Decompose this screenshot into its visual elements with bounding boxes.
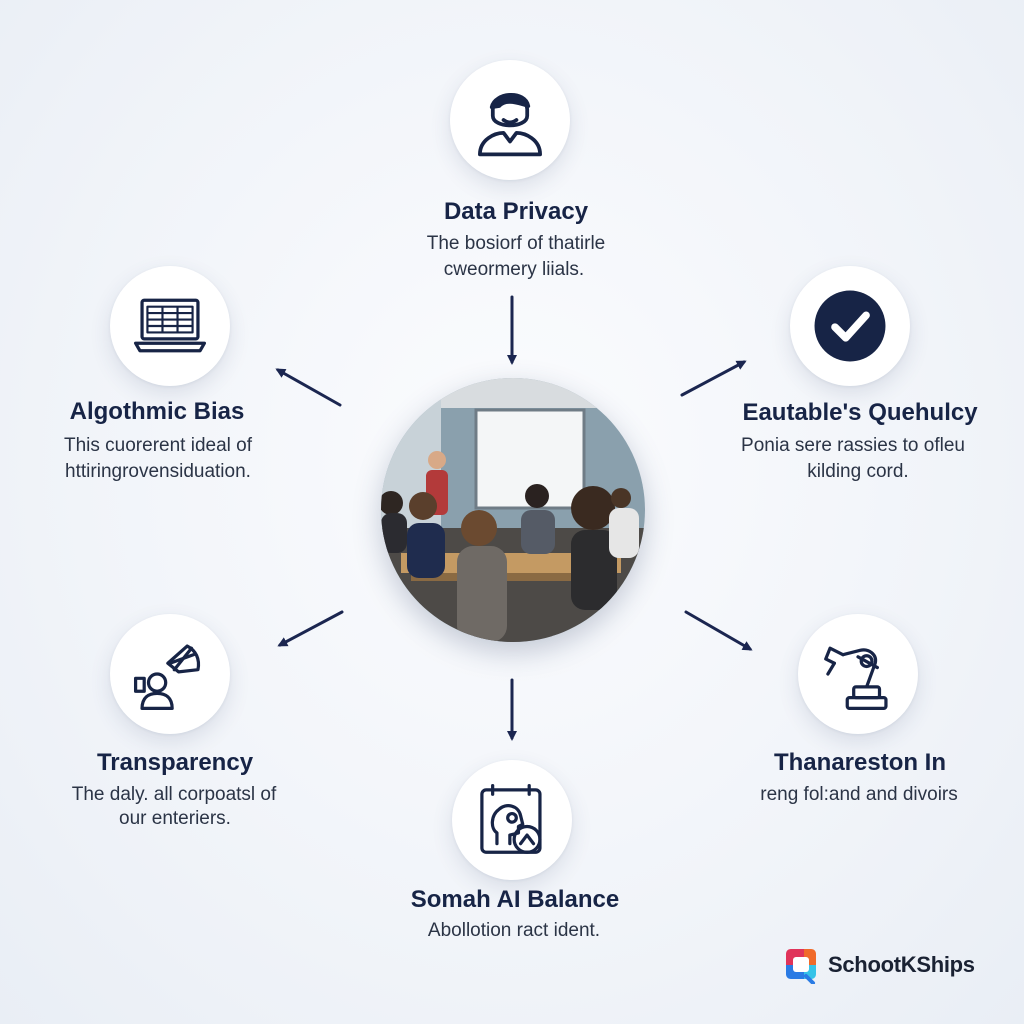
brand-name: SchootKShips — [828, 952, 975, 977]
human-ai-balance-icon-circle — [452, 760, 572, 880]
checkmark-icon — [814, 290, 886, 362]
arrow-to-transparency — [277, 610, 344, 647]
transparency-desc-line2: our enteriers. — [119, 808, 231, 829]
teacher-icon — [133, 644, 201, 711]
robot-arm-icon — [824, 646, 888, 711]
data-privacy-desc-line1: The bosiorf of thatirle — [426, 233, 606, 254]
classroom-photo — [381, 378, 645, 642]
arrow-to-algorithmic-bias — [275, 368, 342, 407]
equitable-quality-desc-line1: Ponia sere rassies to ofleu — [741, 435, 965, 456]
equitable-quality-icon-circle — [790, 266, 910, 386]
brand: SchootKShips — [782, 946, 975, 984]
person-icon — [478, 92, 542, 157]
transformation-desc-line1: reng fol:and and divoirs — [760, 784, 958, 805]
transparency-title: Transparency — [96, 749, 254, 776]
algorithmic-bias-desc-line2: httiringrovensiduation. — [65, 461, 251, 482]
arrow-to-equitable-quality — [680, 360, 747, 397]
center-classroom-photo — [381, 378, 645, 642]
arrow-to-transformation — [684, 610, 753, 651]
algorithmic-bias-icon-circle — [110, 266, 230, 386]
human-ai-balance-desc-line1: Abollotion ract ident. — [427, 920, 601, 941]
algorithmic-bias-desc-line1: This cuorerent ideal of — [64, 435, 252, 456]
transformation-title: Thanareston In — [773, 749, 947, 776]
equitable-quality-title: Eautable's Quehulcy — [742, 399, 978, 426]
data-privacy-title: Data Privacy — [443, 198, 589, 225]
transparency-desc-line1: The daly. all corpoatsl of — [71, 784, 277, 805]
human-ai-balance-title: Somah AI Balance — [410, 886, 620, 913]
data-privacy-icon-circle — [450, 60, 570, 180]
laptop-icon — [133, 298, 207, 353]
transparency-icon-circle — [110, 614, 230, 734]
equitable-quality-desc-line2: kilding cord. — [807, 461, 909, 482]
algorithmic-bias-title: Algothmic Bias — [69, 398, 245, 425]
transformation-icon-circle — [798, 614, 918, 734]
brand-logo-icon — [786, 949, 816, 984]
data-privacy-desc-line2: cweormery liials. — [443, 259, 585, 280]
head-gear-icon — [480, 783, 542, 854]
